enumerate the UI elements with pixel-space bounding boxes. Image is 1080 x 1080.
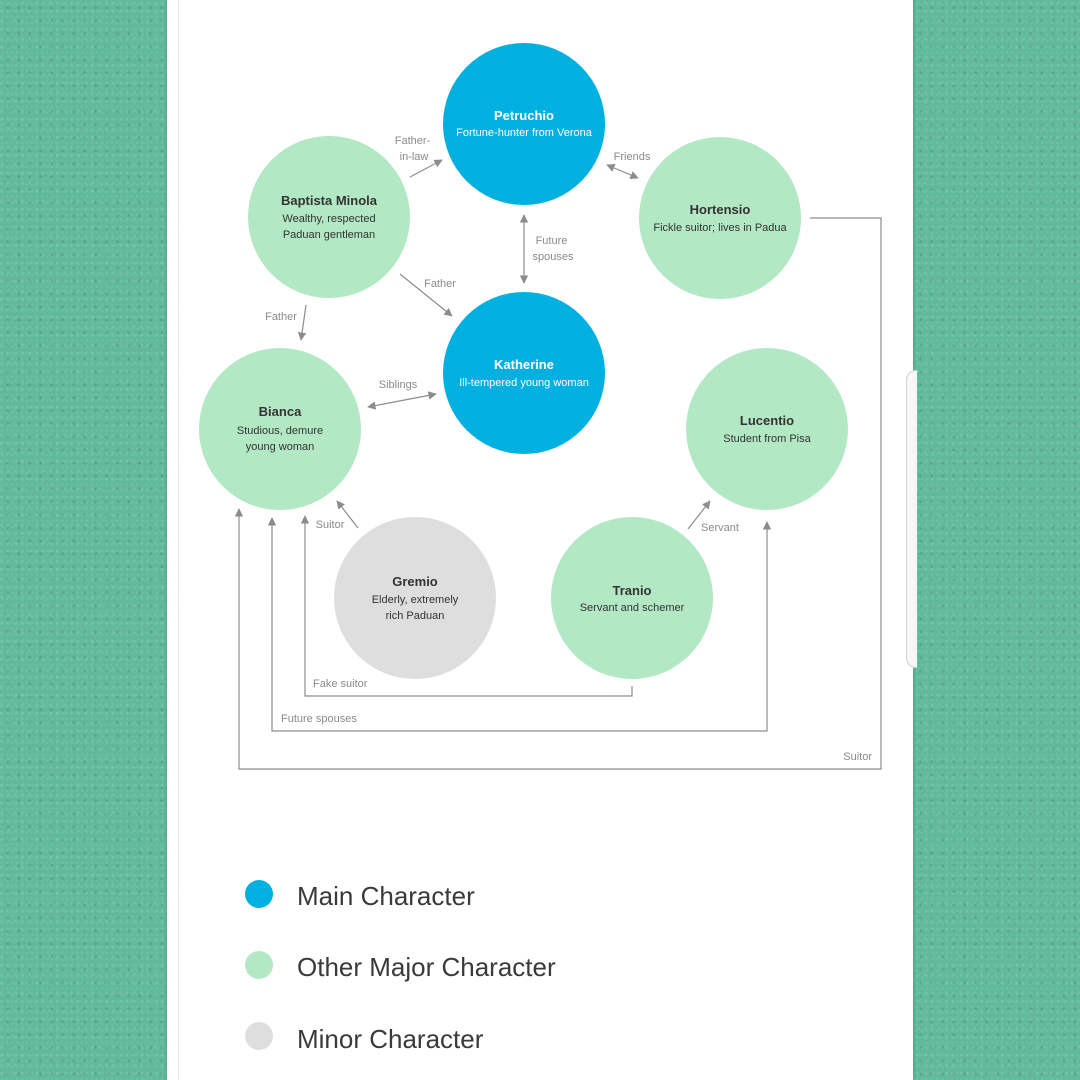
label-future-spouses: Future spouses <box>533 235 574 263</box>
arrow-baptista-katherine <box>399 273 453 317</box>
node-katherine: Katherine Ill-tempered young woman <box>443 292 605 454</box>
node-baptista: Baptista Minola Wealthy, respected Padua… <box>248 136 410 298</box>
connector-hortensio-suitor <box>234 217 882 770</box>
node-tranio-name: Tranio <box>612 583 651 598</box>
node-hortensio-name: Hortensio <box>690 202 751 217</box>
node-lucentio-desc: Student from Pisa <box>723 433 811 445</box>
node-hortensio: Hortensio Fickle suitor; lives in Padua <box>639 137 801 299</box>
label-future-spouses-bottom: Future spouses <box>281 713 357 725</box>
node-bianca-desc-1: Studious, demure <box>237 425 323 437</box>
connector-future-spouses-bianca-lucentio <box>267 517 772 732</box>
page-divider <box>178 0 179 1080</box>
arrow-baptista-bianca <box>297 304 307 341</box>
node-petruchio-desc: Fortune-hunter from Verona <box>456 127 593 139</box>
node-baptista-name: Baptista Minola <box>281 193 378 208</box>
node-baptista-desc-1: Wealthy, respected <box>282 213 375 225</box>
legend-dot-main <box>245 880 273 908</box>
legend-label-minor: Minor Character <box>297 1024 484 1054</box>
node-hortensio-desc: Fickle suitor; lives in Padua <box>653 222 787 234</box>
node-katherine-name: Katherine <box>494 357 554 372</box>
legend-label-major: Other Major Character <box>297 952 556 982</box>
node-tranio-desc: Servant and schemer <box>580 602 685 614</box>
label-fake-suitor: Fake suitor <box>313 678 368 690</box>
legend-dot-minor <box>245 1022 273 1050</box>
label-father-bianca: Father <box>265 311 297 323</box>
node-bianca-name: Bianca <box>259 404 302 419</box>
label-suitor-hortensio: Suitor <box>843 751 872 763</box>
node-bianca-desc-2: young woman <box>246 441 315 453</box>
label-father-katherine: Father <box>424 278 456 290</box>
label-servant: Servant <box>701 522 739 534</box>
node-gremio-desc-2: rich Paduan <box>386 610 445 622</box>
node-gremio: Gremio Elderly, extremely rich Paduan <box>334 517 496 679</box>
node-katherine-desc: Ill-tempered young woman <box>459 377 589 389</box>
connector-fake-suitor <box>300 515 633 697</box>
node-petruchio-name: Petruchio <box>494 108 554 123</box>
node-bianca: Bianca Studious, demure young woman <box>199 348 361 510</box>
label-friends: Friends <box>614 151 651 163</box>
node-tranio: Tranio Servant and schemer <box>551 517 713 679</box>
arrow-bianca-katherine <box>367 391 437 410</box>
legend-label-main: Main Character <box>297 881 475 911</box>
label-father-in-law: Father- in-law <box>395 135 434 163</box>
node-gremio-name: Gremio <box>392 574 438 589</box>
label-siblings: Siblings <box>379 379 418 391</box>
node-gremio-desc-1: Elderly, extremely <box>372 594 459 606</box>
node-baptista-desc-2: Paduan gentleman <box>283 229 375 241</box>
label-suitor-gremio: Suitor <box>316 519 345 531</box>
node-petruchio: Petruchio Fortune-hunter from Verona <box>443 43 605 205</box>
legend-dot-major <box>245 951 273 979</box>
node-lucentio-name: Lucentio <box>740 413 794 428</box>
arrow-petruchio-hortensio <box>606 164 639 179</box>
node-lucentio: Lucentio Student from Pisa <box>686 348 848 510</box>
arrow-baptista-petruchio <box>409 159 443 178</box>
